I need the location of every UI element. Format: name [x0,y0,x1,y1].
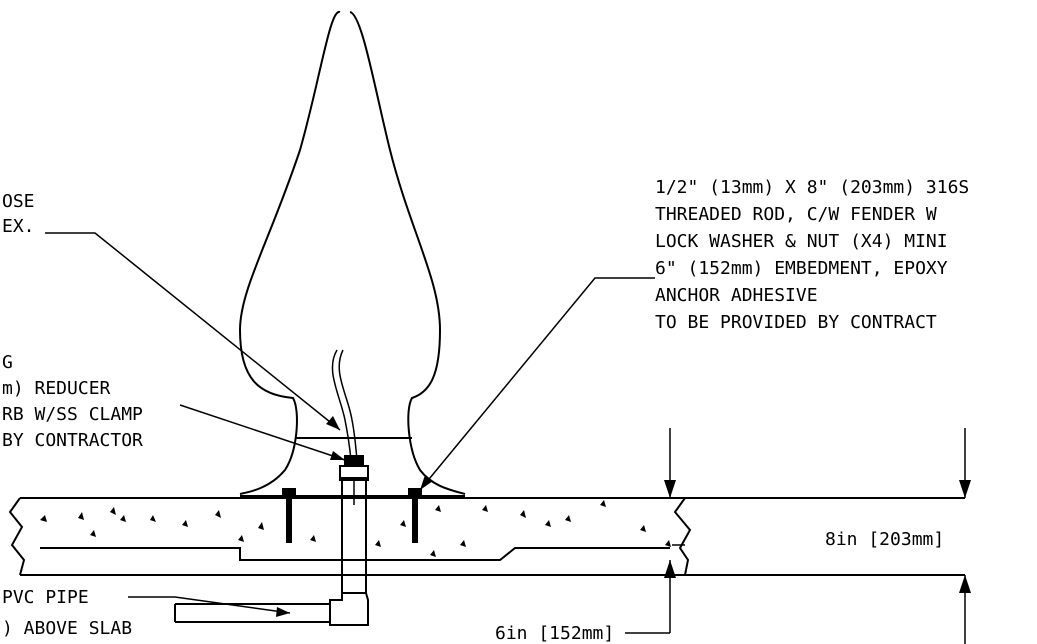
slab-break-left [8,497,26,576]
pipe-elbow [329,592,369,626]
anchor-nut-right [408,488,422,498]
bladder-outline-right [349,11,466,495]
dim-label-embedment: 6in [152mm] [495,623,614,644]
anchor-rod-left [286,498,292,543]
leader-anchor-arrow [420,475,433,490]
svg-text:THREADED ROD, C/W FENDER W: THREADED ROD, C/W FENDER W [655,204,937,225]
leader-pvc-arrow [276,607,290,617]
leader-pvc [128,596,291,614]
svg-text:) ABOVE SLAB: ) ABOVE SLAB [2,618,132,639]
svg-text:BY CONTRACTOR: BY CONTRACTOR [2,430,143,451]
pipe-riser [341,477,367,594]
svg-text:PVC PIPE: PVC PIPE [2,587,89,608]
bladder-outline [238,11,341,495]
slab-thickening [40,547,670,561]
anchor-rod-right [412,498,418,543]
dim-6-arrow-top-head [664,480,676,498]
svg-text:1/2" (13mm) X 8" (203mm) 316S: 1/2" (13mm) X 8" (203mm) 316S [655,177,969,198]
hose [331,349,352,461]
dim-8-arrow-top-head [959,480,971,498]
svg-text:TO BE PROVIDED BY CONTRACT: TO BE PROVIDED BY CONTRACT [655,312,937,333]
hose-2 [338,349,358,461]
leader-anchor [419,277,655,491]
note-pvc-pipe: PVC PIPE ) ABOVE SLAB [2,587,132,639]
leader-hose-arrow [326,416,340,430]
svg-text:ANCHOR ADHESIVE: ANCHOR ADHESIVE [655,285,818,306]
dim-label-slab: 8in [203mm] [825,529,944,550]
leader-reducer-arrow [330,451,345,460]
svg-text:EX.: EX. [2,216,35,237]
leader-hose [45,232,341,431]
note-hose: OSE EX. [2,191,35,237]
note-reducer: G m) REDUCER RB W/SS CLAMP BY CONTRACTOR [2,352,143,451]
anchor-nut-left [282,488,296,498]
svg-text:OSE: OSE [2,191,35,212]
svg-text:G: G [2,352,13,373]
dim-8-arrow-bottom-head [959,575,971,593]
slab-break-right [673,497,692,576]
svg-text:LOCK WASHER & NUT (X4) MINI: LOCK WASHER & NUT (X4) MINI [655,231,948,252]
note-anchor-rod: 1/2" (13mm) X 8" (203mm) 316S THREADED R… [655,177,969,333]
svg-text:RB W/SS CLAMP: RB W/SS CLAMP [2,404,143,425]
concrete-aggregate [40,500,671,557]
svg-text:6" (152mm) EMBEDMENT, EPOXY: 6" (152mm) EMBEDMENT, EPOXY [655,258,948,279]
svg-text:m) REDUCER: m) REDUCER [2,378,111,399]
clamp [344,455,364,467]
leader-reducer [179,404,346,461]
dim-6-arrow-bottom-head [664,560,676,578]
